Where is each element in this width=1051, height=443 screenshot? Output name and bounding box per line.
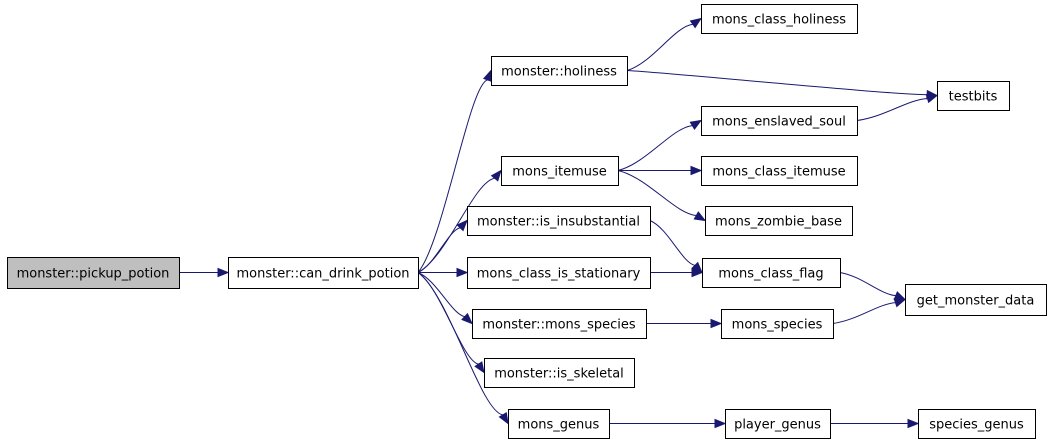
arrowhead-mons_itemuse-to-mons_class_itemuse [690, 165, 703, 176]
node-label: mons_class_itemuse [712, 165, 845, 180]
edge-holiness-to-mons_class_holiness [626, 23, 693, 71]
arrowhead-can_drink_potion-to-is_insubstantial [456, 219, 468, 232]
node-mons_class_flag[interactable]: mons_class_flag [702, 258, 841, 288]
edge-mons_species-to-get_monster_data [832, 302, 896, 324]
node-box[interactable] [701, 106, 858, 136]
node-label: testbits [949, 90, 998, 105]
arrowhead-mons_itemuse-to-mons_enslaved_soul [689, 119, 703, 130]
node-label: mons_class_is_stationary [477, 267, 641, 282]
arrowhead-player_genus-to-species_genus [907, 418, 920, 429]
arrowhead-mons_genus-to-player_genus [714, 418, 727, 429]
node-box[interactable] [918, 409, 1036, 439]
node-box[interactable] [467, 206, 651, 236]
node-box[interactable] [491, 56, 628, 86]
arrowhead-can_drink_potion-to-mons_species_m [461, 312, 473, 325]
node-box[interactable] [467, 257, 651, 289]
arrowhead-mons_itemuse-to-mons_zombie_base [693, 211, 707, 222]
node-testbits[interactable]: testbits [937, 81, 1010, 111]
node-label: get_monster_data [917, 294, 1035, 309]
node-mons_species[interactable]: mons_species [721, 309, 834, 339]
arrowhead-mons_class_flag-to-get_monster_data [893, 291, 907, 301]
edge-holiness-to-testbits [626, 70, 928, 96]
node-box[interactable] [501, 156, 619, 186]
edges-layer [179, 17, 939, 429]
node-box[interactable] [472, 309, 647, 339]
node-box[interactable] [508, 409, 610, 439]
node-box[interactable] [7, 257, 180, 289]
node-holiness[interactable]: monster::holiness [491, 56, 628, 86]
node-label: mons_class_flag [718, 267, 823, 282]
node-label: mons_species [732, 318, 823, 333]
arrowhead-holiness-to-mons_class_holiness [689, 17, 703, 29]
node-label: mons_itemuse [512, 165, 607, 180]
node-box[interactable] [905, 284, 1047, 316]
arrowhead-mons_class_is_stationary-to-mons_class_flag [691, 267, 704, 278]
arrowhead-can_drink_potion-to-mons_class_is_stationary [456, 267, 469, 278]
node-box[interactable] [705, 206, 853, 236]
edge-mons_itemuse-to-mons_enslaved_soul [617, 125, 693, 171]
node-mons_class_is_stationary[interactable]: mons_class_is_stationary [467, 257, 651, 289]
node-mons_zombie_base[interactable]: mons_zombie_base [705, 206, 853, 236]
nodes-layer: monster::pickup_potion monster::can_drink… [7, 4, 1047, 439]
node-box[interactable] [721, 309, 834, 339]
node-mons_enslaved_soul[interactable]: mons_enslaved_soul [701, 106, 858, 136]
node-label: monster::is_skeletal [494, 367, 624, 382]
arrowhead-mons_species_m-to-mons_species [710, 318, 723, 329]
node-is_insubstantial[interactable]: monster::is_insubstantial [467, 206, 651, 236]
edge-can_drink_potion-to-mons_genus [417, 272, 504, 416]
node-label: monster::is_insubstantial [477, 215, 640, 230]
node-box[interactable] [701, 4, 858, 34]
node-label: monster::holiness [501, 65, 617, 80]
node-mons_class_itemuse[interactable]: mons_class_itemuse [701, 156, 858, 186]
arrowhead-can_drink_potion-to-is_skeletal [474, 361, 485, 374]
node-box[interactable] [725, 409, 831, 439]
node-label: species_genus [929, 418, 1024, 433]
arrowhead-can_drink_potion-to-mons_itemuse [490, 169, 502, 182]
arrowhead-pickup_potion-to-can_drink_potion [217, 267, 230, 278]
node-player_genus[interactable]: player_genus [725, 409, 831, 439]
node-label: mons_enslaved_soul [712, 115, 846, 130]
arrowhead-mons_enslaved_soul-to-testbits [925, 94, 939, 104]
node-label: player_genus [734, 418, 821, 433]
edge-mons_itemuse-to-mons_zombie_base [617, 170, 697, 217]
node-label: monster::pickup_potion [17, 267, 170, 282]
edge-is_insubstantial-to-mons_class_flag [649, 220, 696, 266]
edge-mons_enslaved_soul-to-testbits [856, 97, 928, 121]
node-box[interactable] [228, 257, 419, 289]
node-mons_species_m[interactable]: monster::mons_species [472, 309, 647, 339]
node-label: mons_class_holiness [712, 13, 846, 28]
node-is_skeletal[interactable]: monster::is_skeletal [484, 358, 635, 388]
node-box[interactable] [702, 258, 841, 288]
node-species_genus[interactable]: species_genus [918, 409, 1036, 439]
node-mons_class_holiness[interactable]: mons_class_holiness [701, 4, 858, 34]
node-label: monster::can_drink_potion [236, 267, 409, 282]
node-box[interactable] [484, 358, 635, 388]
node-mons_itemuse[interactable]: mons_itemuse [501, 156, 619, 186]
edge-can_drink_potion-to-is_insubstantial [417, 227, 461, 273]
node-can_drink_potion[interactable]: monster::can_drink_potion [228, 257, 419, 289]
node-pickup_potion[interactable]: monster::pickup_potion [7, 257, 180, 289]
node-label: mons_genus [518, 418, 600, 433]
arrowhead-can_drink_potion-to-holiness [482, 69, 492, 82]
node-box[interactable] [701, 156, 858, 186]
edge-can_drink_potion-to-mons_species_m [417, 272, 465, 318]
edge-can_drink_potion-to-holiness [417, 79, 488, 273]
node-get_monster_data[interactable]: get_monster_data [905, 284, 1047, 316]
node-mons_genus[interactable]: mons_genus [508, 409, 610, 439]
node-box[interactable] [937, 81, 1010, 111]
node-label: mons_zombie_base [715, 215, 842, 230]
node-label: monster::mons_species [482, 318, 636, 333]
arrowhead-can_drink_potion-to-mons_genus [498, 412, 509, 425]
arrowhead-mons_species-to-get_monster_data [893, 298, 907, 308]
edge-mons_class_flag-to-get_monster_data [839, 272, 896, 297]
